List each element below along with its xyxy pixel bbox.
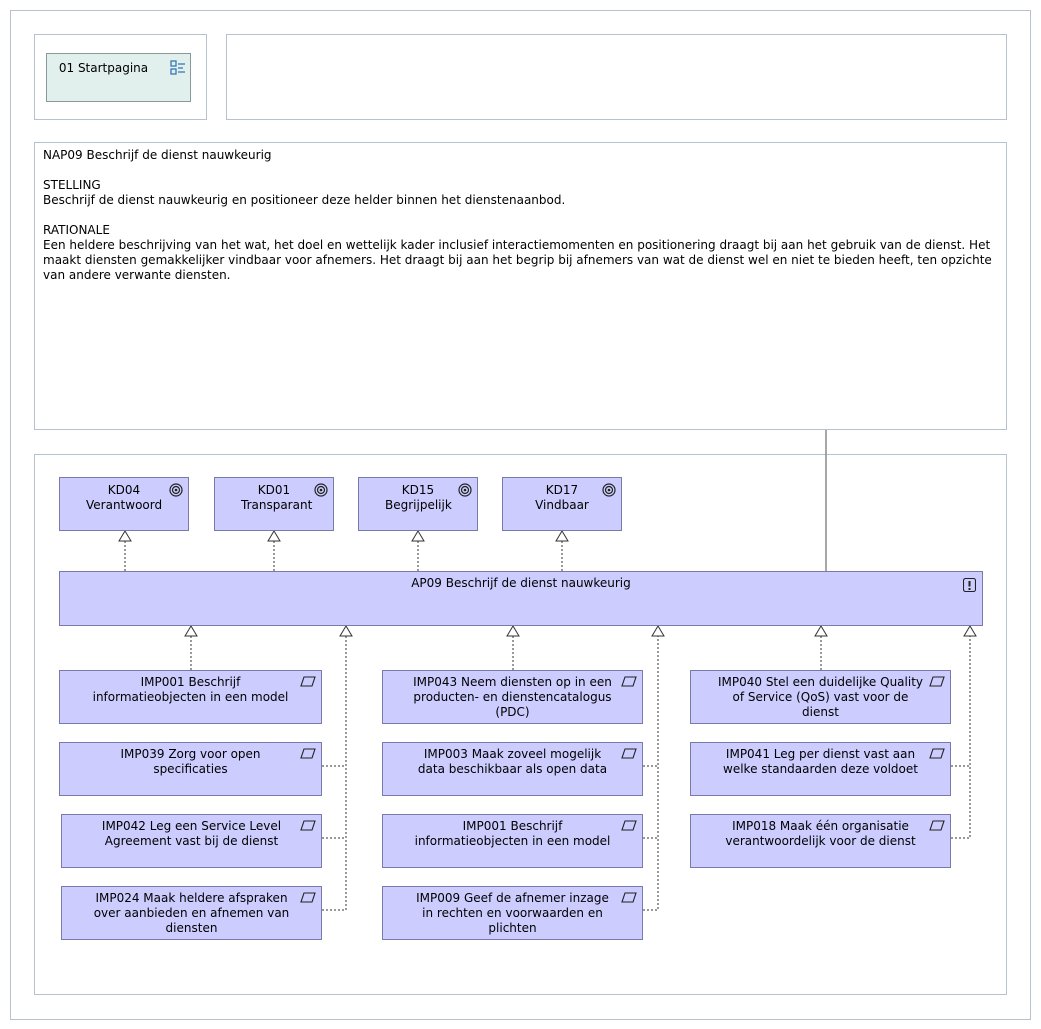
principle-ap09[interactable]: AP09 Beschrijf de dienst nauwkeurig [59, 571, 983, 626]
startpagina-label: 01 Startpagina [58, 61, 149, 75]
work-package-imp042[interactable]: IMP042 Leg een Service Level Agreement v… [61, 814, 322, 868]
work-package-icon [929, 748, 945, 763]
work-package-label: IMP042 Leg een Service Level Agreement v… [101, 819, 282, 848]
goal-target-icon [602, 483, 616, 501]
principle-ap09-label: AP09 Beschrijf de dienst nauwkeurig [411, 576, 631, 590]
work-package-imp039[interactable]: IMP039 Zorg voor open specificaties [59, 742, 322, 796]
work-package-icon [300, 676, 316, 691]
startpagina-link[interactable]: 01 Startpagina [46, 53, 191, 102]
work-package-label: IMP040 Stel een duidelijke Quality of Se… [717, 675, 924, 719]
principle-exclamation-icon [962, 577, 977, 596]
work-package-imp003[interactable]: IMP003 Maak zoveel mogelijk data beschik… [382, 742, 643, 796]
work-package-icon [621, 676, 637, 691]
stelling-text: Beschrijf de dienst nauwkeurig en positi… [43, 193, 566, 207]
work-package-imp040[interactable]: IMP040 Stel een duidelijke Quality of Se… [690, 670, 951, 724]
goal-target-icon [169, 483, 183, 501]
work-package-icon [929, 676, 945, 691]
work-package-imp043[interactable]: IMP043 Neem diensten op in een producten… [382, 670, 643, 724]
stelling-heading: STELLING [43, 178, 101, 192]
work-package-icon [621, 748, 637, 763]
goal-target-icon [458, 483, 472, 501]
work-package-imp001-b[interactable]: IMP001 Beschrijf informatieobjecten in e… [382, 814, 643, 868]
work-package-imp018[interactable]: IMP018 Maak één organisatie verantwoorde… [690, 814, 951, 868]
work-package-icon [300, 820, 316, 835]
work-package-imp001-a[interactable]: IMP001 Beschrijf informatieobjecten in e… [59, 670, 322, 724]
work-package-imp041[interactable]: IMP041 Leg per dienst vast aan welke sta… [690, 742, 951, 796]
work-package-label: IMP001 Beschrijf informatieobjecten in e… [92, 675, 289, 704]
work-package-icon [300, 892, 316, 907]
work-package-label: IMP009 Geef de afnemer inzage in rechten… [416, 891, 609, 935]
work-package-label: IMP039 Zorg voor open specificaties [120, 747, 261, 776]
rationale-text: Een heldere beschrijving van het wat, he… [43, 238, 996, 282]
work-package-label: IMP041 Leg per dienst vast aan welke sta… [723, 747, 918, 776]
goal-target-icon [314, 483, 328, 501]
work-package-imp009[interactable]: IMP009 Geef de afnemer inzage in rechten… [382, 886, 643, 940]
work-package-label: IMP043 Neem diensten op in een producten… [413, 675, 612, 719]
work-package-label: IMP024 Maak heldere afspraken over aanbi… [93, 891, 290, 935]
work-package-icon [621, 820, 637, 835]
header-group [226, 34, 1007, 120]
work-package-label: IMP001 Beschrijf informatieobjecten in e… [414, 819, 611, 848]
work-package-icon [929, 820, 945, 835]
work-package-label: IMP003 Maak zoveel mogelijk data beschik… [417, 747, 608, 776]
work-package-label: IMP018 Maak één organisatie verantwoorde… [725, 819, 916, 848]
work-package-imp024[interactable]: IMP024 Maak heldere afspraken over aanbi… [61, 886, 322, 940]
rationale-heading: RATIONALE [43, 223, 110, 237]
work-package-icon [621, 892, 637, 907]
note-title: NAP09 Beschrijf de dienst nauwkeurig [43, 148, 272, 162]
work-package-icon [300, 748, 316, 763]
view-reference-icon [170, 60, 186, 76]
